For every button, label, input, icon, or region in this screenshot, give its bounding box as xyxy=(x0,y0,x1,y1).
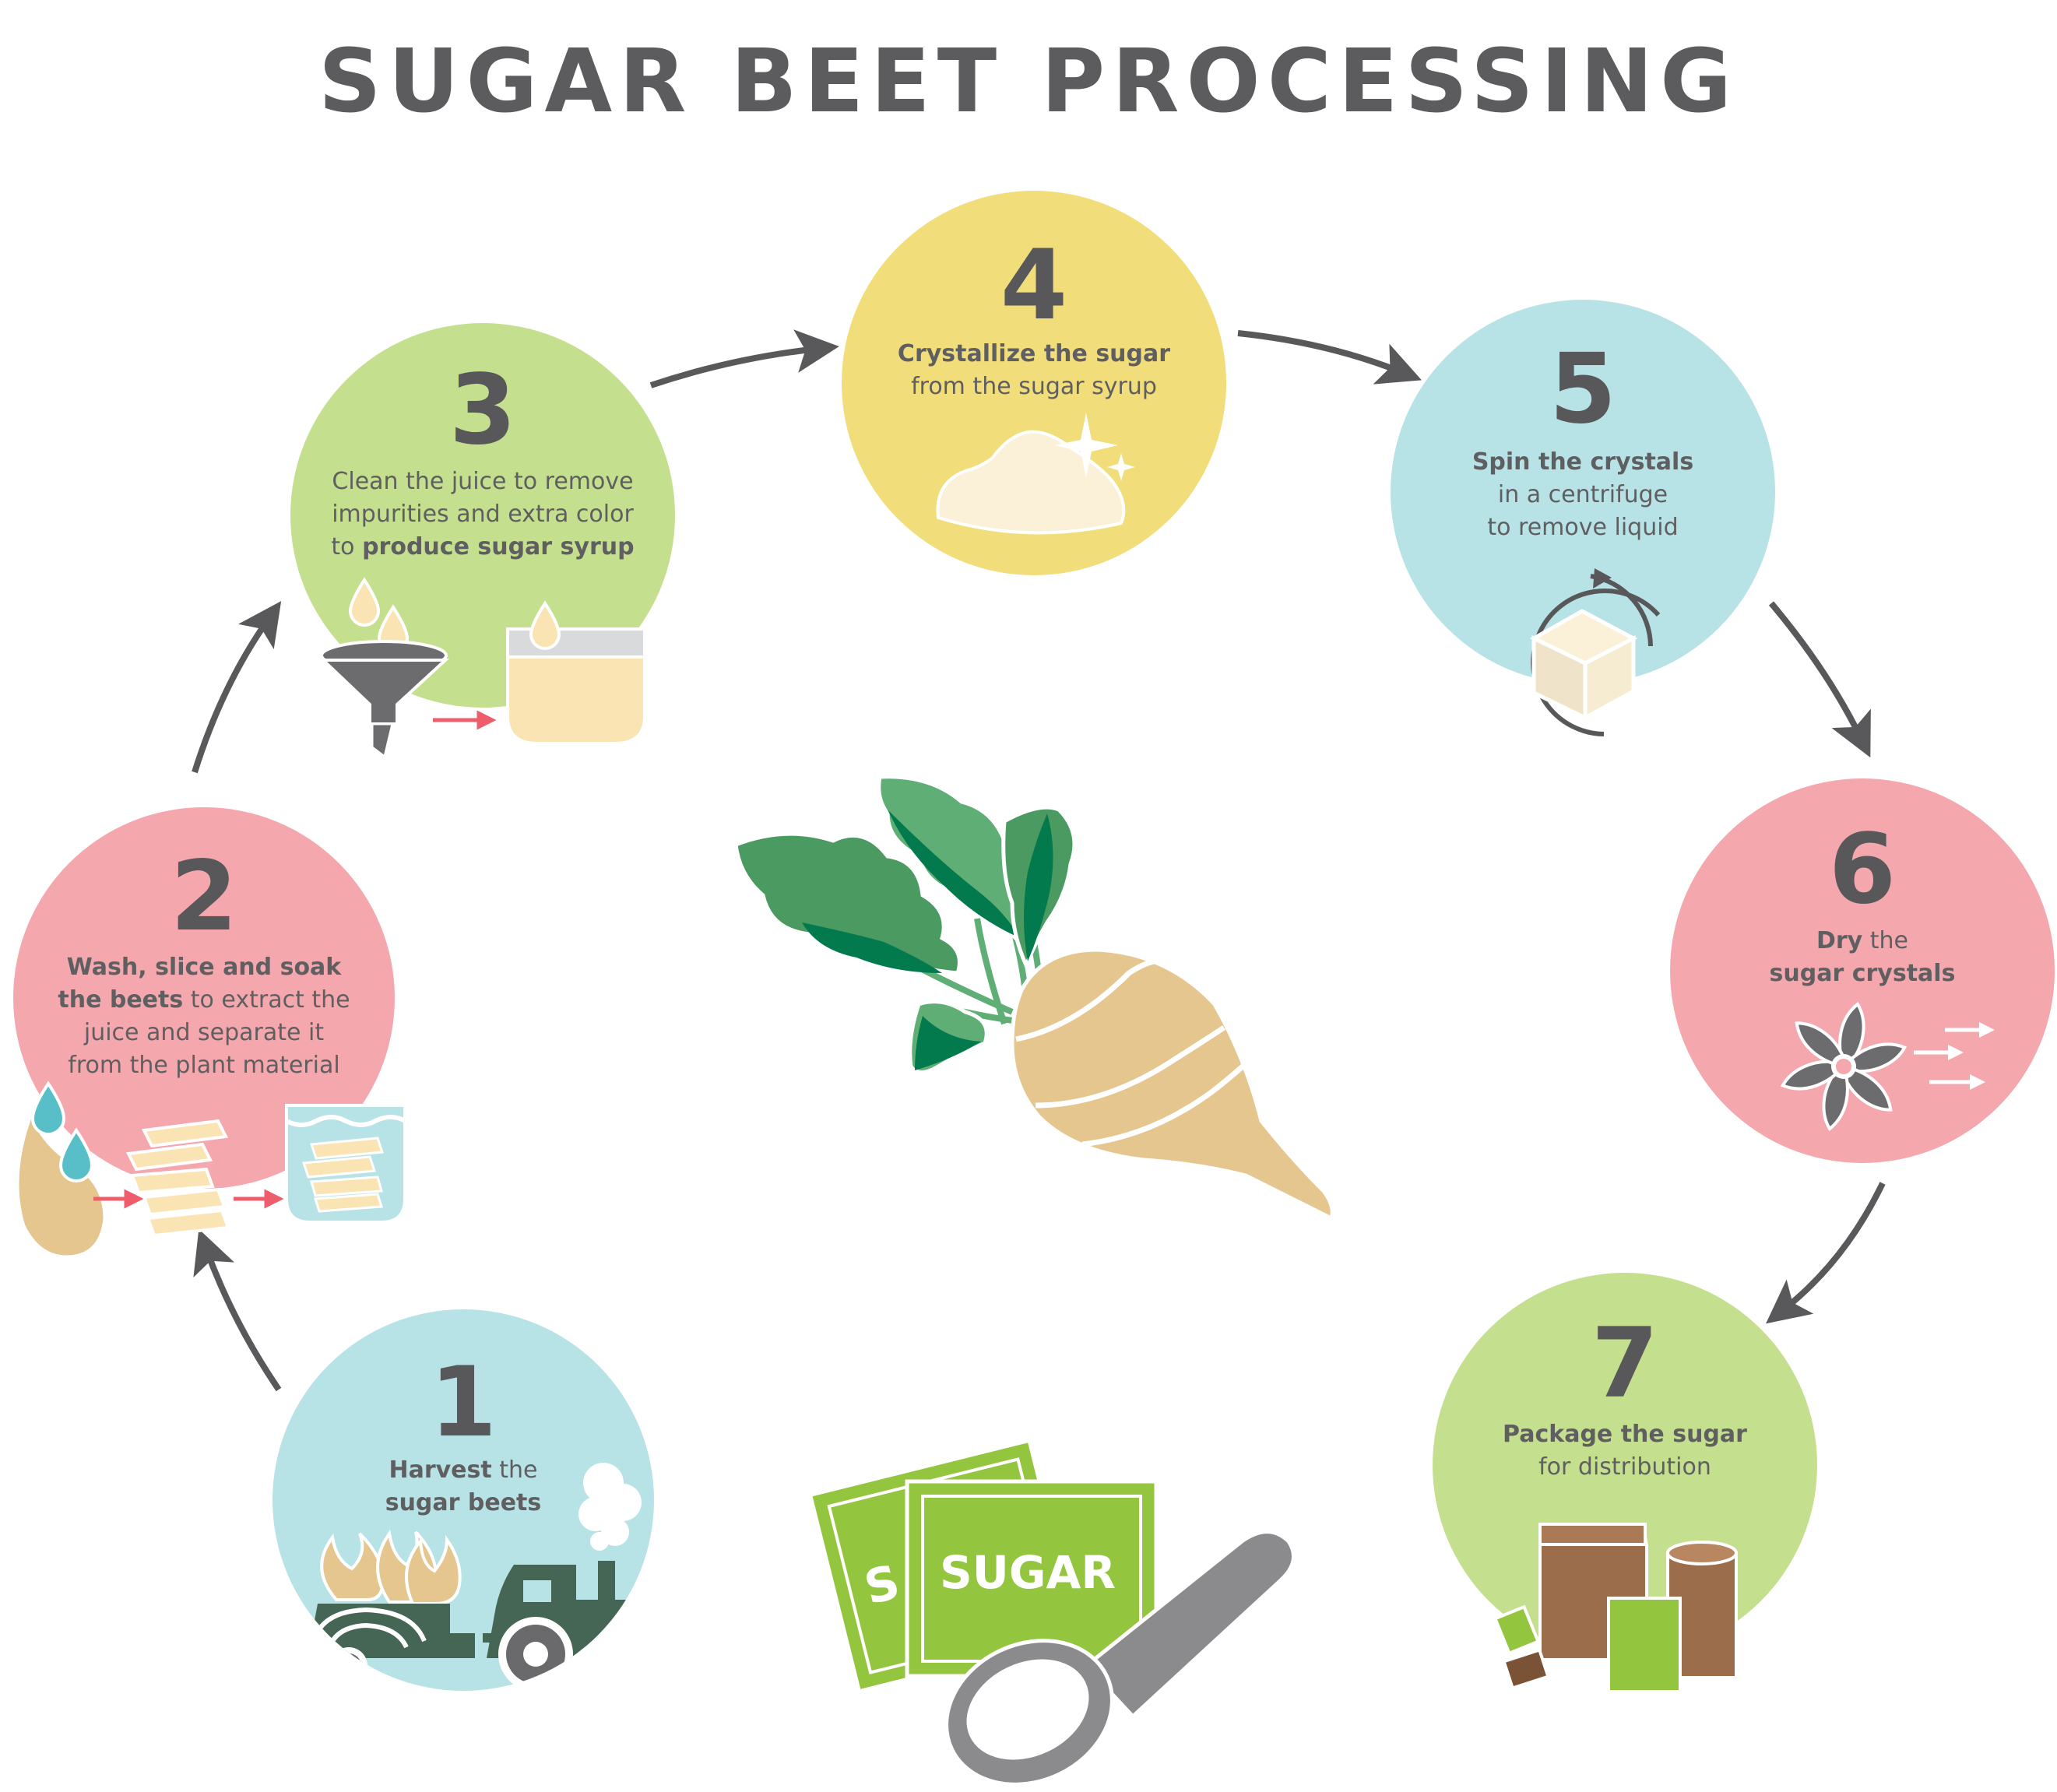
step-3-text: Clean the juice to remove impurities and… xyxy=(308,466,658,564)
arrow-4-to-5 xyxy=(1237,330,1422,385)
step-3-number: 3 xyxy=(448,354,517,466)
step-1-text-1: the xyxy=(491,1456,538,1484)
funnel-icon xyxy=(318,577,646,759)
step-5-text-2: in a centrifuge xyxy=(1497,481,1668,508)
arrow-2-to-3 xyxy=(192,601,282,774)
step-2-bold-2: the beets xyxy=(58,986,184,1014)
arrow-6-to-7 xyxy=(1766,1182,1886,1324)
sugar-packet-label: SUGAR xyxy=(940,1546,1116,1599)
step-2-text-4: from the plant material xyxy=(68,1052,340,1079)
step-6-bold-1: Dry xyxy=(1816,927,1863,954)
step-6-text-1: the xyxy=(1862,927,1909,954)
step-6-circle xyxy=(1670,778,2055,1163)
sparkle-pile-icon xyxy=(936,413,1135,535)
step-1-bold-1: Harvest xyxy=(389,1456,492,1484)
step-5-circle xyxy=(1391,300,1775,684)
step-7-number: 7 xyxy=(1591,1308,1659,1420)
step-3-bold-3: produce sugar syrup xyxy=(362,533,635,560)
step-4-text-2: from the sugar syrup xyxy=(911,373,1157,400)
centrifuge-icon xyxy=(1529,568,1661,736)
step-5-bold-1: Spin the crystals xyxy=(1472,448,1694,476)
soak-icon xyxy=(15,1080,406,1260)
step-7-text-2: for distribution xyxy=(1538,1453,1711,1481)
step-3-text-3: to xyxy=(331,533,363,560)
step-7-text: Package the sugar for distribution xyxy=(1454,1418,1796,1484)
arrow-1-to-2 xyxy=(193,1228,282,1392)
step-5-text: Spin the crystals in a centrifuge to rem… xyxy=(1427,446,1739,544)
step-4-circle xyxy=(842,191,1226,575)
step-2-text: Wash, slice and soak the beets to extrac… xyxy=(33,951,375,1082)
step-1-bold-2: sugar beets xyxy=(385,1489,542,1516)
arrow-5-to-6 xyxy=(1768,601,1871,758)
step-3-text-1: Clean the juice to remove xyxy=(332,468,634,495)
airflow-arrows-icon xyxy=(1914,1022,1995,1090)
step-5-number: 5 xyxy=(1549,333,1617,445)
step-2-circle xyxy=(13,807,395,1189)
step-6-text: Dry the sugar crystals xyxy=(1707,925,2018,990)
step-4-number: 4 xyxy=(1000,230,1068,342)
step-1-text: Harvest the sugar beets xyxy=(308,1454,619,1520)
step-2-bold-1: Wash, slice and soak xyxy=(66,954,342,981)
step-2-text-3: juice and separate it xyxy=(83,1019,325,1046)
step-3-circle xyxy=(290,323,675,708)
sugar-beet-illustration xyxy=(733,775,1334,1221)
page-title: SUGAR BEET PROCESSING xyxy=(318,31,1739,132)
packages-icon xyxy=(1493,1523,1738,1693)
step-6-bold-2: sugar crystals xyxy=(1769,960,1956,987)
step-4-bold-1: Crystallize the sugar xyxy=(897,340,1171,367)
step-2-number: 2 xyxy=(170,841,238,953)
step-4-text: Crystallize the sugar from the sugar syr… xyxy=(863,338,1205,403)
step-6-number: 6 xyxy=(1828,813,1897,926)
step-7-bold-1: Package the sugar xyxy=(1503,1421,1747,1448)
step-1-number: 1 xyxy=(429,1347,498,1459)
fan-icon xyxy=(1780,1002,1908,1131)
step-5-text-3: to remove liquid xyxy=(1487,514,1679,541)
sugar-packets-illustration: S SUGAR xyxy=(807,1438,1296,1787)
arrow-3-to-4 xyxy=(649,329,839,388)
step-2-text-2: to extract the xyxy=(183,986,350,1014)
step-3-text-2: impurities and extra color xyxy=(332,501,634,528)
